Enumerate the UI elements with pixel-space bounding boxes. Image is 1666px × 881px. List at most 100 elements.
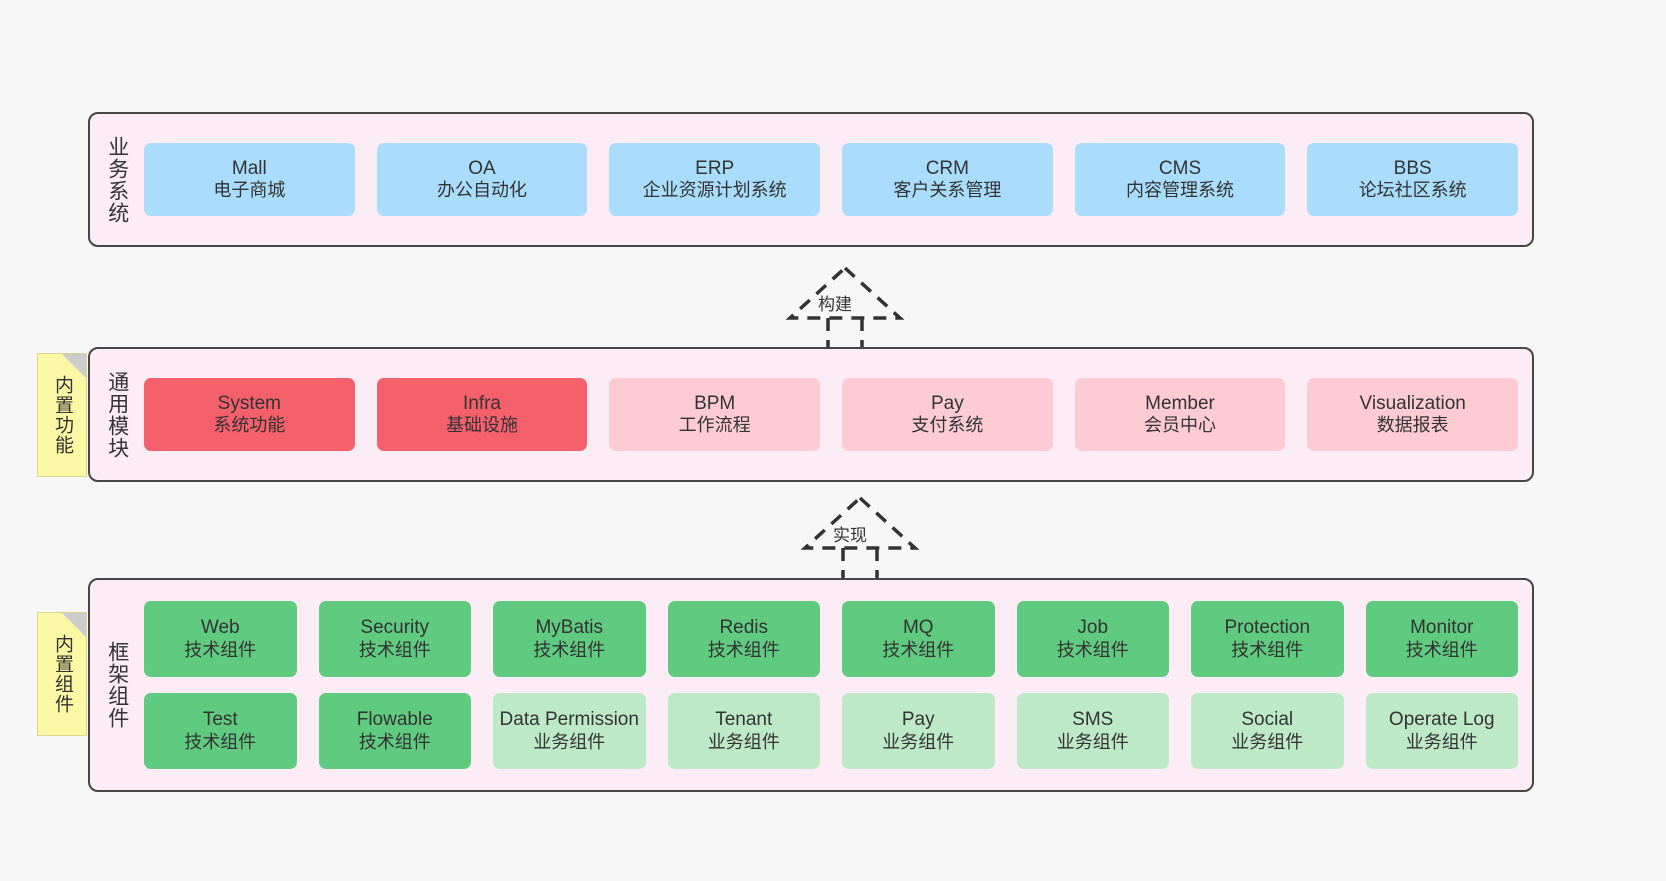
layer-body-common-module: System 系统功能 Infra 基础设施 BPM 工作流程 Pay 支付系统… (144, 349, 1532, 480)
node-title-en: BPM (694, 392, 736, 414)
node-title-cn: 业务组件 (1231, 731, 1304, 752)
node-title-cn: 技术组件 (1231, 639, 1304, 660)
node-title-cn: 业务组件 (1056, 731, 1129, 752)
layer-row: System 系统功能 Infra 基础设施 BPM 工作流程 Pay 支付系统… (144, 378, 1519, 451)
layer-row: Web 技术组件 Security 技术组件 MyBatis 技术组件 Redi… (144, 601, 1518, 677)
node-title-en: Data Permission (499, 709, 639, 731)
node-title-cn: 业务组件 (533, 731, 606, 752)
note-fold-icon (62, 354, 86, 378)
node-title-en: Security (360, 617, 430, 639)
node-title-en: SMS (1072, 709, 1114, 731)
node-test[interactable]: Test 技术组件 (144, 693, 297, 769)
layer-body-framework-component: Web 技术组件 Security 技术组件 MyBatis 技术组件 Redi… (144, 580, 1532, 790)
node-title-en: Tenant (715, 709, 773, 731)
node-title-cn: 技术组件 (882, 639, 955, 660)
layer-body-business-system: Mall 电子商城 OA 办公自动化 ERP 企业资源计划系统 CRM 客户关系… (144, 114, 1532, 245)
node-title-en: Test (202, 709, 238, 731)
node-flowable[interactable]: Flowable 技术组件 (318, 693, 471, 769)
node-title-cn: 技术组件 (533, 639, 606, 660)
note-fold-icon (62, 613, 86, 637)
node-title-en: BBS (1393, 157, 1432, 179)
node-title-cn: 技术组件 (1056, 639, 1129, 660)
layer-framework-component: 框架组件 Web 技术组件 Security 技术组件 MyBatis 技术组件… (88, 578, 1534, 792)
node-title-cn: 技术组件 (358, 731, 431, 752)
node-title-cn: 客户关系管理 (893, 180, 1002, 201)
node-security[interactable]: Security 技术组件 (318, 601, 471, 677)
node-title-cn: 内容管理系统 (1126, 180, 1235, 201)
node-title-cn: 技术组件 (707, 639, 780, 660)
node-sms[interactable]: SMS 业务组件 (1016, 693, 1169, 769)
node-title-en: Redis (719, 617, 769, 639)
node-title-cn: 电子商城 (213, 180, 286, 201)
node-mybatis[interactable]: MyBatis 技术组件 (493, 601, 646, 677)
node-crm[interactable]: CRM 客户关系管理 (842, 143, 1053, 216)
node-data-permission[interactable]: Data Permission 业务组件 (493, 693, 646, 769)
node-title-cn: 会员中心 (1144, 415, 1217, 436)
connector-implement-arrow (800, 495, 920, 582)
node-tenant[interactable]: Tenant 业务组件 (667, 693, 820, 769)
connector-build-label: 构建 (818, 295, 852, 314)
node-title-en: Member (1145, 392, 1215, 414)
node-cms[interactable]: CMS 内容管理系统 (1074, 143, 1286, 216)
node-job[interactable]: Job 技术组件 (1016, 601, 1169, 677)
node-mall[interactable]: Mall 电子商城 (144, 143, 355, 216)
node-title-cn: 技术组件 (358, 639, 431, 660)
node-title-en: Infra (462, 392, 502, 414)
note-builtin-component: 内置组件 (37, 612, 87, 736)
layer-title-business-system: 业务系统 (105, 135, 129, 224)
node-title-en: Mall (231, 157, 267, 179)
node-title-en: CMS (1158, 157, 1202, 179)
node-pay-business[interactable]: Pay 业务组件 (842, 693, 995, 769)
node-oa[interactable]: OA 办公自动化 (376, 143, 588, 216)
node-redis[interactable]: Redis 技术组件 (667, 601, 820, 677)
node-title-cn: 企业资源计划系统 (642, 180, 787, 201)
node-system[interactable]: System 系统功能 (144, 378, 355, 451)
connector-build-arrow (785, 265, 905, 352)
node-title-en: Pay (930, 392, 964, 414)
layer-title-framework-component: 框架组件 (105, 641, 129, 729)
node-web[interactable]: Web 技术组件 (144, 601, 297, 677)
node-title-en: Operate Log (1388, 709, 1495, 731)
node-title-cn: 业务组件 (882, 731, 955, 752)
node-mq[interactable]: MQ 技术组件 (842, 601, 995, 677)
node-pay[interactable]: Pay 支付系统 (842, 378, 1053, 451)
node-infra[interactable]: Infra 基础设施 (376, 378, 588, 451)
node-protection[interactable]: Protection 技术组件 (1191, 601, 1344, 677)
node-operate-log[interactable]: Operate Log 业务组件 (1365, 693, 1518, 769)
node-title-cn: 论坛社区系统 (1358, 180, 1467, 201)
layer-business-system: 业务系统 Mall 电子商城 OA 办公自动化 ERP 企业资源计划系统 CRM… (88, 112, 1534, 247)
node-title-en: Social (1241, 709, 1294, 731)
layer-row: Test 技术组件 Flowable 技术组件 Data Permission … (144, 693, 1518, 769)
note-label: 内置组件 (52, 634, 74, 714)
node-title-en: MyBatis (535, 617, 604, 639)
connector-implement-label: 实现 (833, 526, 867, 545)
node-title-cn: 数据报表 (1376, 415, 1449, 436)
layer-common-module: 通用模块 System 系统功能 Infra 基础设施 BPM 工作流程 Pay… (88, 347, 1534, 482)
node-title-cn: 技术组件 (184, 731, 257, 752)
note-label: 内置功能 (52, 375, 74, 455)
node-bbs[interactable]: BBS 论坛社区系统 (1307, 143, 1519, 216)
node-title-en: OA (468, 157, 496, 179)
node-title-cn: 技术组件 (184, 639, 257, 660)
node-title-cn: 基础设施 (446, 415, 518, 436)
node-title-en: Job (1077, 617, 1109, 639)
layer-title-common-module: 通用模块 (105, 370, 129, 459)
layer-row: Mall 电子商城 OA 办公自动化 ERP 企业资源计划系统 CRM 客户关系… (144, 143, 1519, 216)
node-bpm[interactable]: BPM 工作流程 (609, 378, 821, 451)
node-title-cn: 支付系统 (911, 415, 984, 436)
node-title-cn: 工作流程 (678, 415, 751, 436)
node-title-en: Protection (1224, 617, 1311, 639)
node-title-cn: 业务组件 (707, 731, 780, 752)
node-title-cn: 系统功能 (213, 415, 286, 436)
node-visualization[interactable]: Visualization 数据报表 (1307, 378, 1519, 451)
node-monitor[interactable]: Monitor 技术组件 (1365, 601, 1518, 677)
node-member[interactable]: Member 会员中心 (1074, 378, 1286, 451)
node-title-en: ERP (695, 157, 735, 179)
node-title-cn: 办公自动化 (437, 180, 527, 201)
node-title-en: Flowable (356, 709, 433, 731)
node-social[interactable]: Social 业务组件 (1191, 693, 1344, 769)
node-erp[interactable]: ERP 企业资源计划系统 (609, 143, 821, 216)
node-title-cn: 业务组件 (1405, 731, 1478, 752)
node-title-en: Web (200, 617, 240, 639)
